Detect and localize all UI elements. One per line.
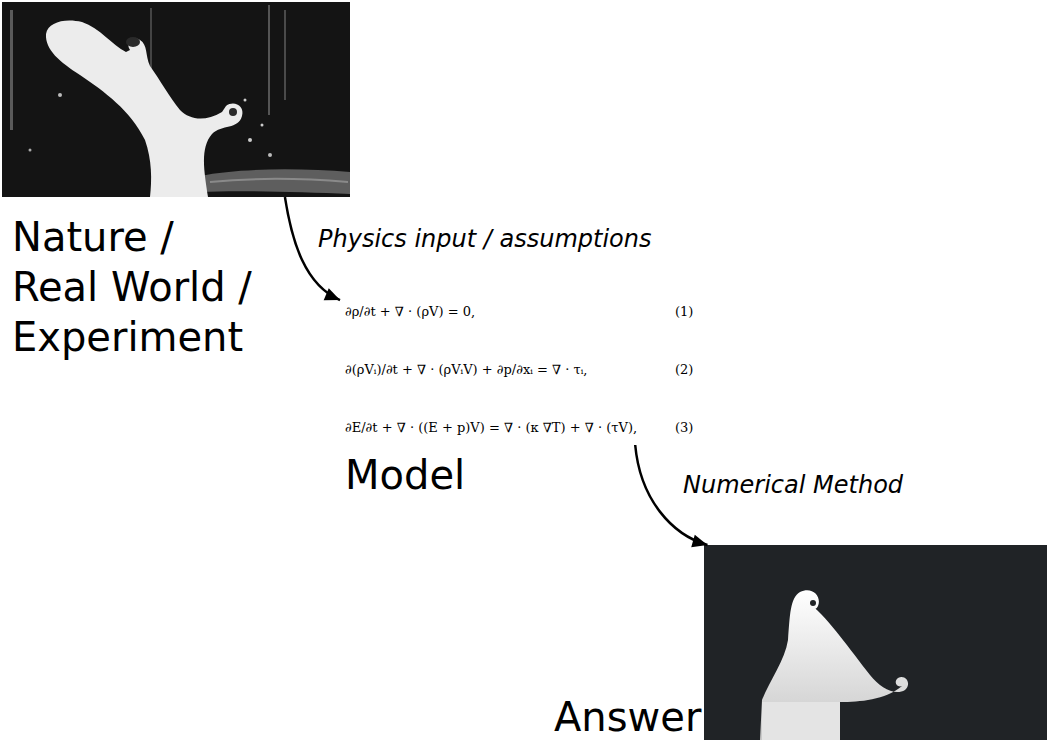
- equation: ∂(ρVᵢ)/∂t + ∇ · (ρVᵢV) + ∂p/∂xᵢ = ∇ · τᵢ…: [345, 362, 587, 378]
- arrow-label: Physics input / assumptions: [316, 224, 653, 254]
- result-panel: Answer: [704, 545, 1047, 740]
- arrow-head: [691, 535, 707, 547]
- equation-block: ∂ρ/∂t + ∇ · (ρV) = 0, (1) ∂(ρVᵢ)/∂t + ∇ · …: [340, 290, 700, 445]
- equation: ∂ρ/∂t + ∇ · (ρV) = 0,: [345, 304, 475, 320]
- panel-heading: Nature / Real World / Experiment: [12, 212, 262, 362]
- panel-heading: Model: [345, 450, 465, 500]
- photo-panel: Nature / Real World / Experiment: [2, 2, 350, 197]
- arrow-head: [324, 288, 340, 300]
- equation: ∂E/∂t + ∇ · ((E + p)V) = ∇ · (κ ∇T) + ∇ …: [345, 420, 637, 436]
- equation-number: (1): [675, 304, 693, 320]
- arrow-label: Numerical Method: [681, 470, 905, 500]
- equation-number: (3): [675, 420, 693, 436]
- experiment-photo: [2, 2, 350, 197]
- equation-number: (2): [675, 362, 693, 378]
- simulation-image: [704, 545, 1047, 740]
- panel-heading: Answer: [554, 692, 701, 742]
